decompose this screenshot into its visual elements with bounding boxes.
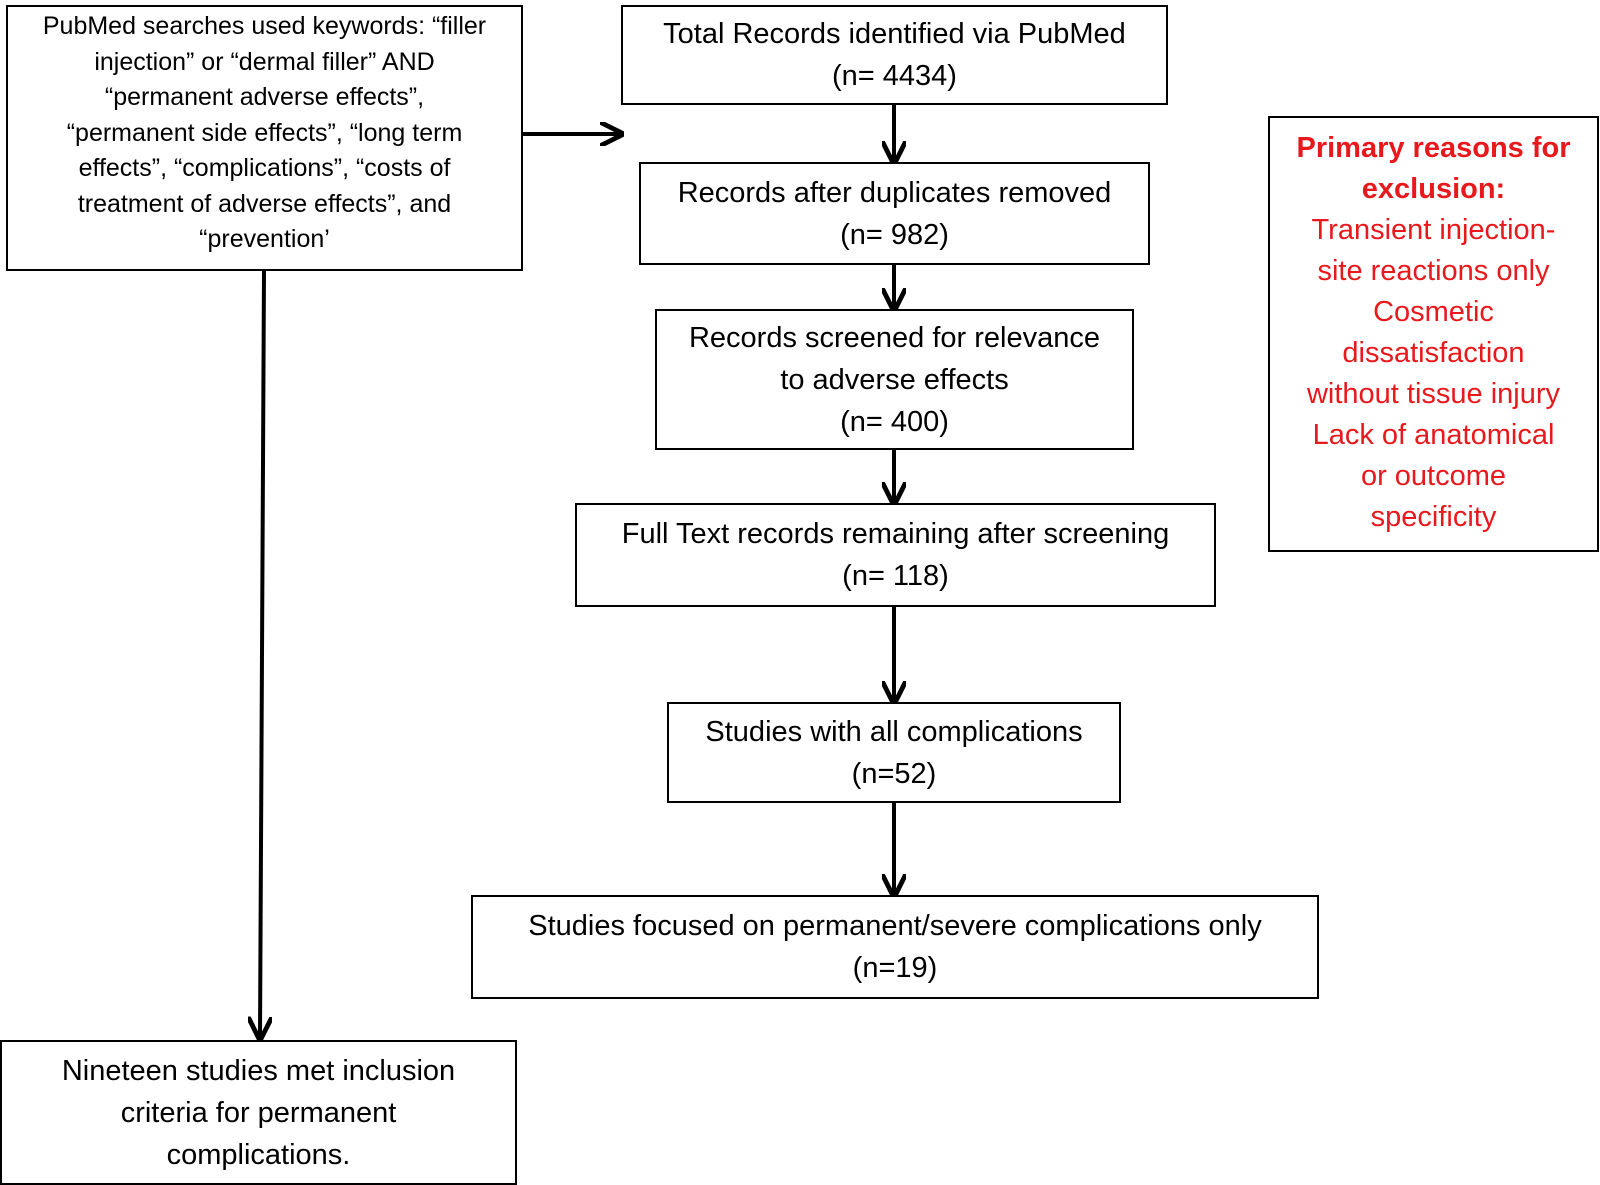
result-line: complications.: [166, 1138, 351, 1171]
exclusion-reason-line: Transient injection-: [1311, 214, 1556, 246]
exclusion-reason-line: dissatisfaction: [1342, 337, 1525, 369]
search-keywords-line: injection” or “dermal filler” AND: [94, 47, 435, 76]
permanent-complications-box: Studies focused on permanent/severe comp…: [471, 895, 1319, 999]
total-records-box: Total Records identified via PubMed (n= …: [621, 5, 1168, 105]
exclusion-title: Primary reasons for: [1296, 132, 1571, 164]
box-label: Records after duplicates removed: [677, 176, 1112, 209]
all-complications-box: Studies with all complications (n=52): [667, 702, 1121, 803]
search-keywords-line: “prevention’: [199, 225, 330, 253]
screened-records-box: Records screened for relevance to advers…: [655, 309, 1134, 450]
box-label: Full Text records remaining after screen…: [621, 518, 1170, 550]
duplicates-removed-box: Records after duplicates removed (n= 982…: [639, 162, 1150, 265]
search-keywords-line: “permanent adverse effects”,: [104, 83, 425, 111]
exclusion-reason-line: without tissue injury: [1306, 378, 1561, 410]
exclusion-title: exclusion:: [1361, 173, 1506, 205]
inclusion-result-box: Nineteen studies met inclusion criteria …: [0, 1040, 517, 1185]
box-count: (n= 982): [840, 218, 949, 251]
exclusion-reason-line: specificity: [1370, 501, 1497, 533]
box-count: (n= 4434): [832, 60, 957, 92]
exclusion-reason-line: site reactions only: [1317, 255, 1550, 287]
exclusion-reasons-box: Primary reasons for exclusion: Transient…: [1268, 116, 1599, 552]
full-text-records-box: Full Text records remaining after screen…: [575, 503, 1216, 607]
box-count: (n=52): [851, 757, 937, 790]
box-label: Studies with all complications: [705, 715, 1083, 748]
box-label: Studies focused on permanent/severe comp…: [528, 910, 1262, 942]
box-count: (n= 400): [840, 405, 949, 438]
search-keywords-line: “permanent side effects”, “long term: [66, 118, 463, 147]
exclusion-reason-line: Cosmetic: [1373, 296, 1494, 328]
search-keywords-line: PubMed searches used keywords: “filler: [42, 12, 487, 40]
arrow-search-to-result: [260, 270, 264, 1036]
box-label: Total Records identified via PubMed: [663, 18, 1126, 50]
box-count: (n=19): [852, 952, 938, 984]
box-label: to adverse effects: [780, 363, 1009, 396]
search-keywords-line: effects”, “complications”, “costs of: [78, 154, 451, 182]
exclusion-reason-line: Lack of anatomical: [1312, 419, 1555, 451]
box-count: (n= 118): [842, 560, 949, 592]
search-keywords-box: PubMed searches used keywords: “filler i…: [6, 5, 523, 271]
search-keywords-line: treatment of adverse effects”, and: [77, 189, 452, 218]
exclusion-reason-line: or outcome: [1360, 460, 1507, 492]
box-label: Records screened for relevance: [688, 321, 1101, 354]
result-line: Nineteen studies met inclusion: [61, 1054, 456, 1087]
result-line: criteria for permanent: [120, 1096, 397, 1129]
